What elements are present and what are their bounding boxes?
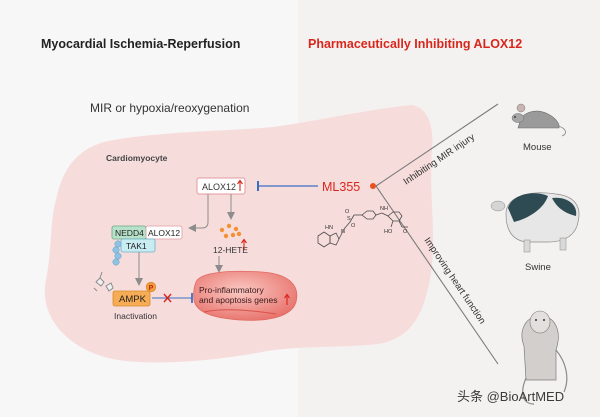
svg-text:O: O: [403, 229, 408, 235]
ubiquitin-chain-icon: [112, 240, 122, 266]
drug-dot: [370, 183, 376, 189]
svg-text:O: O: [351, 223, 356, 229]
hete-molecules-icon: [219, 223, 242, 239]
svg-text:N: N: [341, 229, 345, 235]
right-title: Pharmaceutically Inhibiting ALOX12: [308, 37, 522, 51]
alox12-complex-label: ALOX12: [148, 228, 180, 238]
svg-text:S: S: [347, 216, 351, 222]
alox12-complex-box: [145, 225, 183, 240]
ml355-atom-labels: HN N S O O NH HO O: [325, 206, 408, 235]
nedd4-label: NEDD4: [115, 228, 144, 238]
mouse-label: Mouse: [523, 142, 552, 153]
alox12-top-label: ALOX12: [202, 182, 236, 192]
up-arrow-icon: [237, 179, 243, 191]
mouse-icon: [511, 103, 566, 137]
svg-text:HO: HO: [384, 229, 393, 235]
alox12-top-box: [196, 177, 246, 195]
ampk-label: AMPK: [119, 294, 147, 305]
swine-icon: [490, 192, 580, 253]
svg-text:O: O: [345, 209, 350, 215]
genes-label-line2: and apoptosis genes: [199, 295, 277, 305]
ml355-structure-icon: [317, 210, 408, 248]
branch-line-bottom: [375, 185, 499, 365]
hete-label: 12-HETE: [213, 245, 248, 255]
inactivation-label: Inactivation: [114, 311, 157, 321]
hete-up-arrow-icon: [241, 238, 247, 250]
cell-label: Cardiomyocyte: [106, 153, 168, 163]
left-title: Myocardial Ischemia-Reperfusion: [41, 37, 240, 51]
svg-text:HN: HN: [325, 225, 333, 231]
tak1-label: TAK1: [126, 241, 147, 251]
arrow-to-complex: [188, 194, 209, 232]
svg-text:NH: NH: [380, 206, 388, 212]
condition-label: MIR or hypoxia/reoxygenation: [90, 101, 249, 115]
dna-strand-icon: [203, 309, 277, 315]
genes-label-line1: Pro-inflammatory: [199, 285, 264, 295]
genes-up-arrow-icon: [284, 293, 290, 305]
genes-nucleus: [193, 270, 298, 321]
watermark: 头条 @BioArtMED: [457, 389, 564, 404]
block-x-icon: [163, 293, 172, 303]
degraded-protein-icon: [93, 271, 114, 292]
swine-label: Swine: [525, 262, 551, 273]
phospho-circle: [145, 281, 157, 293]
drug-label: ML355: [322, 180, 360, 194]
monkey-icon: [521, 310, 568, 405]
phospho-label: P: [149, 285, 154, 292]
branch-line-top: [375, 103, 499, 187]
ampk-box: [112, 290, 151, 307]
